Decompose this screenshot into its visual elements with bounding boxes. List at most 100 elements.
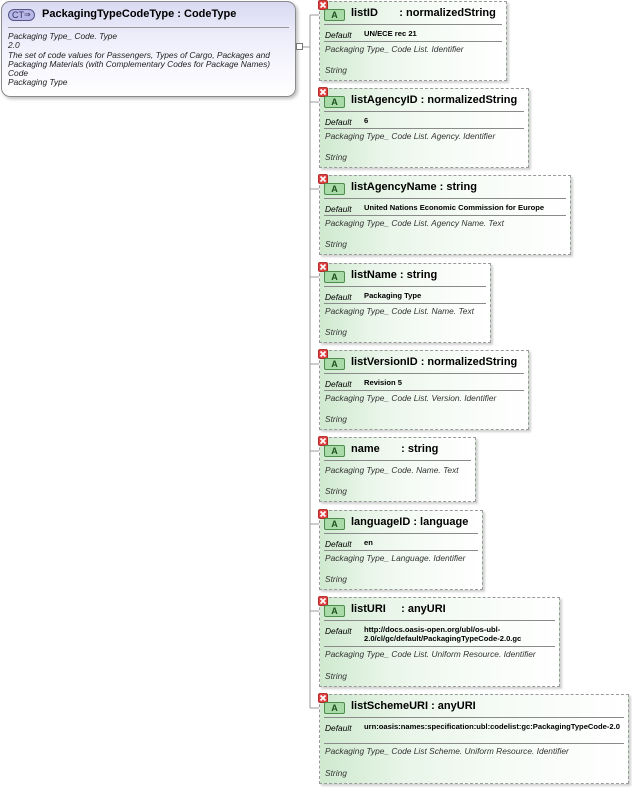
divider	[324, 390, 524, 391]
divider	[324, 198, 566, 199]
attribute-name: listAgencyName : string	[351, 181, 477, 193]
attribute-name: listURI : anyURI	[351, 603, 446, 615]
attribute-name: listVersionID : normalizedString	[351, 356, 518, 368]
default-value: Revision 5	[364, 378, 402, 387]
prohibited-x-icon	[318, 596, 328, 606]
default-value: en	[364, 538, 373, 547]
prohibited-x-icon	[318, 509, 328, 519]
default-label: Default	[325, 539, 352, 549]
default-value: UN/ECE rec 21	[364, 29, 417, 38]
attribute-documentation: Packaging Type_ Language. Identifier	[325, 553, 466, 563]
attribute-type: String	[325, 574, 347, 584]
doc-line: Packaging Type	[8, 77, 68, 88]
attribute-icon: A	[324, 96, 345, 108]
default-label: Default	[325, 723, 352, 733]
attribute-type: String	[325, 768, 347, 778]
attribute-name: listSchemeURI : anyURI	[351, 700, 476, 712]
attribute-icon: A	[324, 605, 345, 617]
doc-line: The set of code values for Passengers, T…	[8, 49, 271, 69]
attribute-type: String	[325, 671, 347, 681]
prohibited-x-icon	[318, 174, 328, 184]
default-value: urn:oasis:names:specification:ubl:codeli…	[364, 722, 620, 731]
attribute-documentation: Packaging Type_ Code List. Agency. Ident…	[325, 131, 496, 141]
attribute-name: listAgencyID : normalizedString	[351, 94, 518, 106]
attribute-name: languageID : language	[351, 516, 469, 528]
divider	[324, 128, 524, 129]
doc-line: Code	[8, 68, 29, 79]
attribute-type: String	[325, 414, 347, 424]
divider	[324, 743, 624, 744]
divider	[324, 111, 524, 112]
divider	[324, 460, 471, 461]
attribute-type: String	[325, 486, 347, 496]
attribute-documentation: Packaging Type_ Code List. Version. Iden…	[325, 393, 497, 403]
default-label: Default	[325, 204, 352, 214]
complex-type-documentation: Packaging Type_ Code. Type 2.0 The set o…	[8, 31, 296, 88]
attribute-documentation: Packaging Type_ Code List. Uniform Resou…	[325, 649, 536, 659]
prohibited-x-icon	[318, 0, 328, 10]
doc-line: Packaging Type_ Code. Type	[8, 31, 118, 41]
divider	[324, 24, 502, 25]
attribute-icon: A	[324, 702, 345, 714]
attribute-type: String	[325, 65, 347, 75]
attribute-icon: A	[324, 358, 345, 370]
divider	[324, 373, 524, 374]
default-value: United Nations Economic Commission for E…	[364, 203, 545, 212]
divider	[324, 620, 555, 621]
default-value: Packaging Type	[364, 291, 422, 300]
prohibited-x-icon	[318, 262, 328, 272]
attribute-icon: A	[324, 271, 345, 283]
divider	[324, 646, 555, 647]
divider	[324, 41, 502, 42]
attribute-documentation: Packaging Type_ Code List. Name. Text	[325, 306, 474, 316]
attribute-name: name : string	[351, 443, 439, 455]
divider	[324, 303, 486, 304]
complex-type-icon: CT ⇒	[8, 9, 35, 21]
default-label: Default	[325, 30, 352, 40]
divider	[324, 215, 566, 216]
divider	[324, 533, 478, 534]
attribute-icon: A	[324, 183, 345, 195]
attribute-type: String	[325, 327, 347, 337]
prohibited-x-icon	[318, 349, 328, 359]
prohibited-x-icon	[318, 87, 328, 97]
default-label: Default	[325, 117, 352, 127]
attribute-type: String	[325, 239, 347, 249]
attribute-documentation: Packaging Type_ Code List. Identifier	[325, 44, 464, 54]
attribute-type: String	[325, 152, 347, 162]
default-label: Default	[325, 292, 352, 302]
attribute-icon: A	[324, 445, 345, 457]
prohibited-x-icon	[318, 693, 328, 703]
divider	[324, 286, 486, 287]
attribute-name: listID : normalizedString	[351, 7, 496, 19]
default-value: http://docs.oasis-open.org/ubl/os-ubl-2.…	[364, 625, 522, 643]
divider	[324, 717, 624, 718]
extension-arrow-icon: ⇒	[24, 10, 31, 19]
complex-type-box[interactable]: CT ⇒ PackagingTypeCodeType : CodeType Pa…	[1, 1, 296, 97]
attribute-icon: A	[324, 518, 345, 530]
doc-line: 2.0	[8, 40, 20, 51]
collapse-toggle-icon[interactable]	[296, 43, 303, 50]
divider	[8, 27, 289, 28]
attribute-documentation: Packaging Type_ Code. Name. Text	[325, 465, 459, 475]
attribute-documentation: Packaging Type_ Code List. Agency Name. …	[325, 218, 504, 228]
default-value: 6	[364, 116, 369, 125]
divider	[324, 550, 478, 551]
complex-type-name: PackagingTypeCodeType : CodeType	[42, 8, 237, 20]
attribute-documentation: Packaging Type_ Code List Scheme. Unifor…	[325, 746, 569, 756]
attribute-icon: A	[324, 9, 345, 21]
ct-badge-label: CT	[12, 10, 24, 20]
default-label: Default	[325, 379, 352, 389]
default-label: Default	[325, 626, 352, 636]
